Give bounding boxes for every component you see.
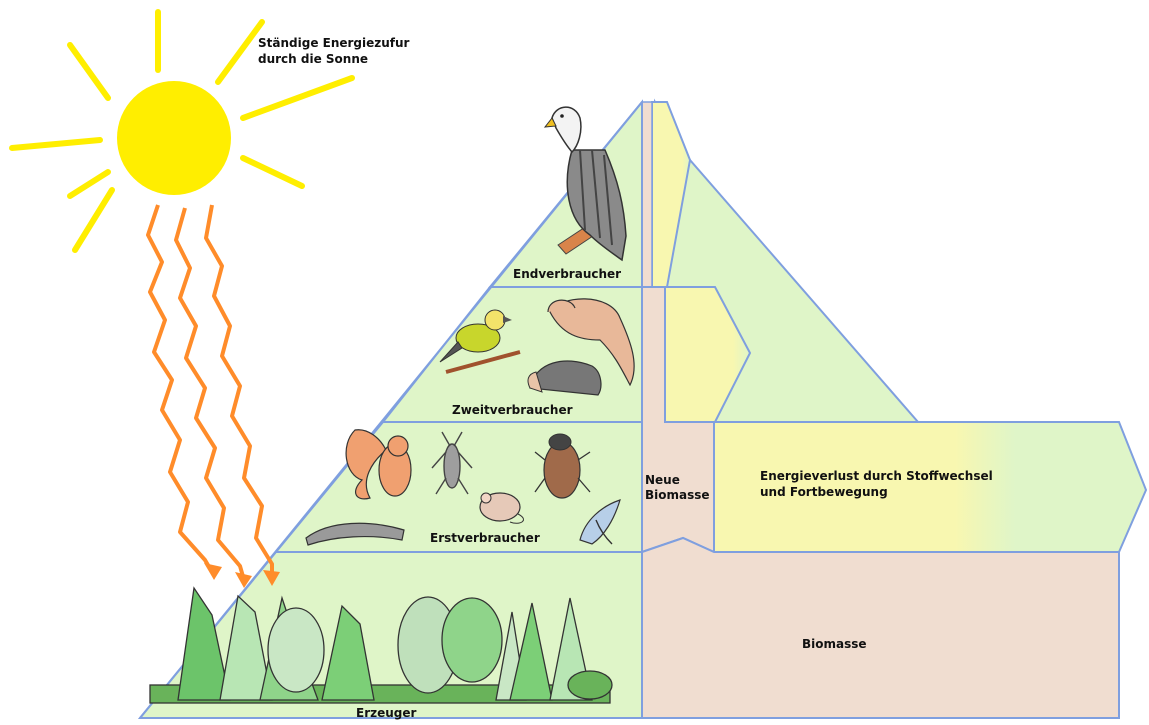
level-third-label: Erstverbraucher bbox=[430, 531, 540, 545]
biomass-column-fill bbox=[642, 102, 652, 287]
sunlight-rays-icon bbox=[148, 205, 272, 580]
energy-loss-label-line1: Energieverlust durch Stoffwechsel bbox=[760, 469, 993, 483]
base-biomass-box bbox=[642, 538, 1119, 718]
base-biomass-label: Biomasse bbox=[802, 637, 867, 651]
sun-caption-line2: durch die Sonne bbox=[258, 52, 368, 66]
energy-loss-label-line2: und Fortbewegung bbox=[760, 485, 888, 499]
level-top-label: Endverbraucher bbox=[513, 267, 621, 281]
new-biomass-label-line2: Biomasse bbox=[645, 488, 710, 502]
level-second-label: Zweitverbraucher bbox=[452, 403, 573, 417]
sun-caption-line1: Ständige Energiezufur bbox=[258, 36, 410, 50]
new-biomass-label-line1: Neue bbox=[645, 473, 680, 487]
level-base-label: Erzeuger bbox=[356, 706, 417, 720]
energy-loss-region bbox=[652, 102, 1146, 552]
